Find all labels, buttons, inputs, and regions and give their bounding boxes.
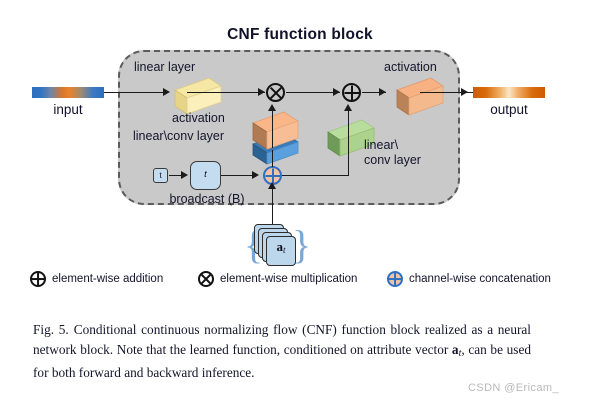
label-linear-conv-layer-right-line1: linear\ [364, 138, 399, 152]
edge-attribute-to-concat [272, 186, 274, 226]
caption-text-part1: Conditional continuous normalizing flow … [33, 322, 531, 357]
legend-label-concatenation: channel-wise concatenation [409, 273, 551, 285]
edge-t-to-broadcast [169, 175, 183, 177]
arrow-input-to-linear-layer [163, 88, 170, 96]
edge-linear-layer-to-multiply [187, 92, 265, 94]
times-circle-icon [266, 83, 285, 102]
edge-green-block-to-add [348, 108, 350, 175]
caption-figure-number: Fig. 5. [33, 322, 69, 337]
edge-concat-to-block [272, 150, 274, 167]
edge-block-to-multiply [272, 108, 274, 148]
output-label: output [490, 102, 528, 117]
arrow-activation-to-output [461, 88, 468, 96]
legend-label-addition: element-wise addition [52, 273, 164, 285]
edge-activation-to-output [420, 92, 474, 94]
attribute-vector-stack: { } at [244, 221, 311, 273]
legend: element-wise addition element-wise multi… [30, 271, 570, 291]
times-circle-icon [198, 271, 214, 287]
block-activation-right [385, 77, 445, 121]
caption-symbol: at [451, 341, 462, 359]
plus-circle-icon [30, 271, 46, 287]
arrow-t-to-broadcast [181, 171, 188, 179]
output-vector-bar [473, 87, 545, 98]
input-vector-bar [32, 87, 104, 98]
attribute-vector-label: at [276, 239, 286, 255]
label-activation-left: activation [172, 111, 225, 125]
t-input-box: t [153, 168, 168, 183]
label-linear-conv-layer-left: linear\conv layer [133, 129, 225, 143]
edge-concat-to-green-block [282, 175, 349, 177]
arrow-broadcast-to-concat [252, 171, 259, 179]
attribute-card [266, 236, 296, 266]
plus-circle-icon [342, 83, 361, 102]
edge-multiply-to-add [286, 92, 340, 94]
edge-broadcast-to-concat [221, 175, 255, 177]
caption-text-part2: , can be used for both forward and backw… [33, 341, 531, 381]
label-activation-right: activation [384, 60, 437, 74]
arrow-green-block-to-add [344, 104, 352, 111]
legend-label-multiplication: element-wise multiplication [220, 273, 358, 285]
arrow-multiply-to-add [333, 88, 340, 96]
arrow-linear-layer-to-multiply [258, 88, 265, 96]
broadcast-box: t [190, 161, 221, 190]
page-title: CNF function block [227, 26, 373, 43]
plus-circle-blue-icon [263, 166, 282, 185]
watermark: CSDN @Ericam_ [468, 382, 559, 394]
arrow-add-to-activation [379, 88, 386, 96]
edge-add-to-activation [362, 92, 386, 94]
figure-caption: Fig. 5.Conditional continuous normalizin… [33, 320, 531, 383]
arrow-attribute-to-concat [268, 182, 276, 189]
input-label: input [53, 102, 83, 117]
right-brace-icon: } [292, 222, 312, 267]
label-linear-layer: linear layer [134, 60, 196, 74]
label-linear-conv-layer-right-line2: conv layer [364, 153, 421, 167]
edge-input-to-linear-layer [104, 92, 164, 94]
arrow-block-to-multiply [268, 104, 276, 111]
plus-circle-blue-icon [387, 271, 403, 287]
block-linear-conv-activation-left [243, 111, 309, 169]
label-broadcast: broadcast (B) [169, 192, 245, 206]
